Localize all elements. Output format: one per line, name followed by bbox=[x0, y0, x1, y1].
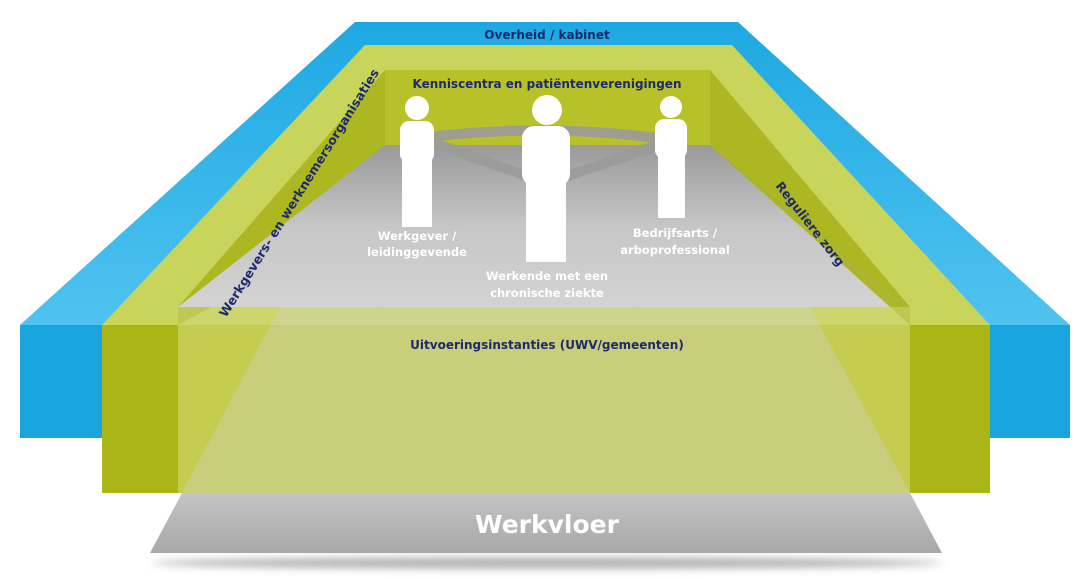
person-icon bbox=[522, 95, 570, 262]
worker-caption-2: chronische ziekte bbox=[490, 286, 604, 300]
person-icon bbox=[655, 96, 687, 218]
workfloor-label: Werkvloer bbox=[475, 510, 620, 539]
worker-caption-1: Werkende met een bbox=[486, 269, 608, 283]
knowledge-label: Kenniscentra en patiëntenverenigingen bbox=[413, 77, 682, 91]
workfloor-base bbox=[150, 307, 942, 569]
employer-caption-1: Werkgever / bbox=[378, 229, 457, 243]
government-label: Overheid / kabinet bbox=[484, 28, 610, 42]
person-icon bbox=[400, 96, 434, 227]
employer-caption-2: leidinggevende bbox=[367, 245, 467, 259]
execution-panel bbox=[178, 307, 910, 493]
doctor-caption-2: arboprofessional bbox=[620, 243, 730, 257]
doctor-caption-1: Bedrijfsarts / bbox=[633, 226, 718, 240]
execution-label: Uitvoeringsinstanties (UWV/gemeenten) bbox=[410, 338, 684, 352]
